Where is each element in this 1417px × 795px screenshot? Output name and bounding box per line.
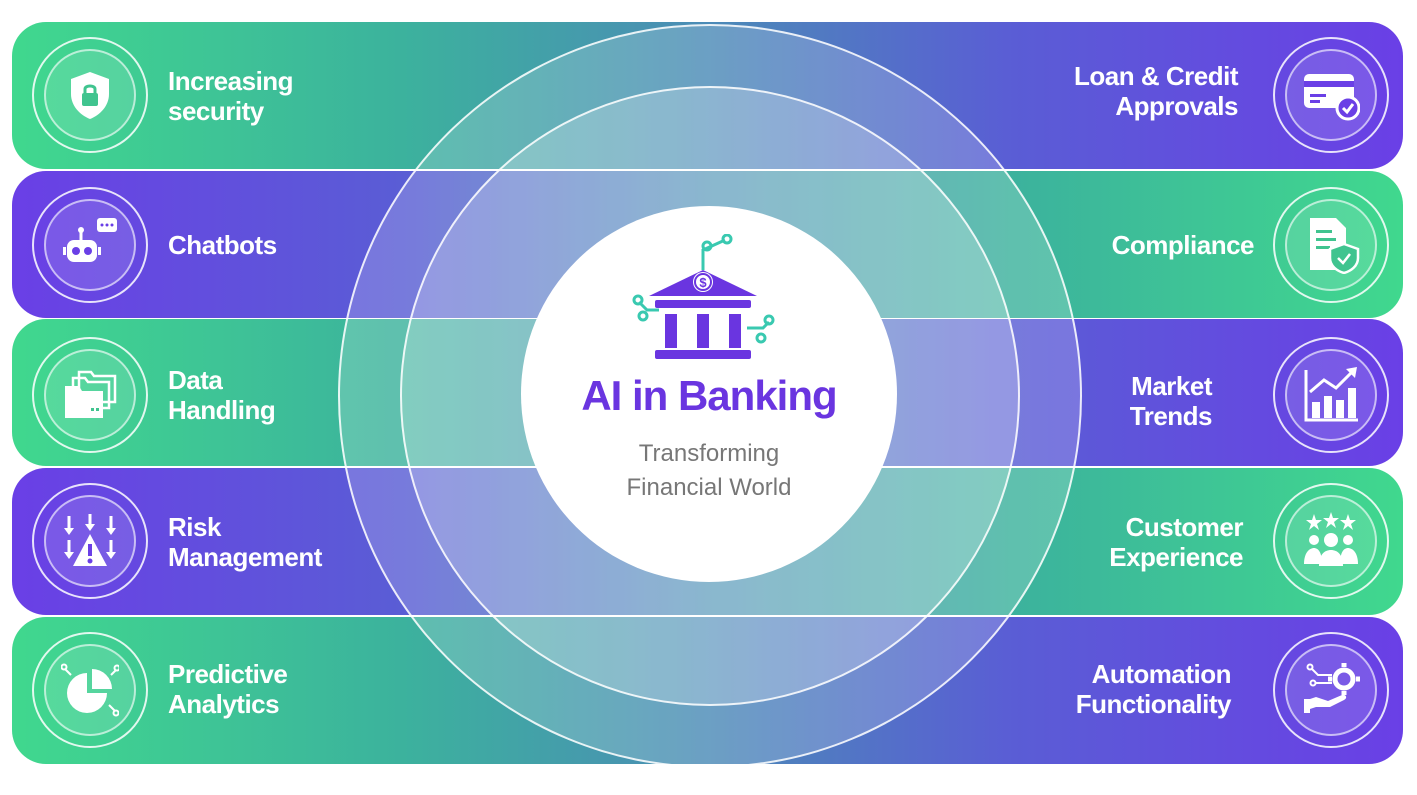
item-predictive-analytics-label: Predictive Analytics [168, 659, 288, 719]
item-automation-icon-circle [1273, 632, 1389, 748]
item-risk-management-icon-circle [32, 483, 148, 599]
bar-chart-trend-icon [1304, 367, 1358, 422]
document-shield-icon [1310, 218, 1360, 274]
item-predictive-analytics-icon-circle [32, 632, 148, 748]
credit-card-check-icon [1304, 74, 1360, 121]
item-data-handling-icon-circle [32, 337, 148, 453]
item-loan-credit-icon-circle [1273, 37, 1389, 153]
item-loan-credit-label: Loan & Credit Approvals [1074, 61, 1238, 121]
robot-chat-icon [63, 218, 117, 262]
center-subtitle-line1: Transforming [638, 440, 780, 467]
item-chatbots-label: Chatbots [168, 230, 277, 260]
item-customer-experience-icon-circle [1273, 483, 1389, 599]
center-title: AI in Banking [581, 372, 837, 419]
pie-chart-icon [61, 663, 119, 717]
center-circle: $ AI in Banking Transforming Financial W… [521, 206, 897, 582]
item-compliance-icon-circle [1273, 187, 1389, 303]
svg-text:$: $ [699, 275, 707, 290]
warning-arrows-icon [64, 514, 116, 566]
people-stars-icon [1304, 512, 1358, 566]
item-market-trends-label: Market Trends [1129, 371, 1213, 431]
item-risk-management-label: Risk Management [168, 512, 322, 572]
folders-icon [65, 370, 117, 418]
item-data-handling-label: Data Handling [168, 365, 276, 425]
center-subtitle-line2: Financial World [626, 474, 792, 501]
item-increasing-security-icon-circle [32, 37, 148, 153]
item-increasing-security-label: Increasing security [168, 66, 294, 126]
item-automation-label: Automation Functionality [1075, 659, 1232, 719]
gear-hand-icon [1304, 663, 1360, 713]
item-compliance-label: Compliance [1111, 230, 1255, 260]
item-chatbots-icon-circle [32, 187, 148, 303]
bank-icon: $ [632, 234, 775, 359]
item-customer-experience-label: Customer Experience [1109, 512, 1243, 572]
shield-lock-icon [71, 72, 109, 119]
item-market-trends-icon-circle [1273, 337, 1389, 453]
